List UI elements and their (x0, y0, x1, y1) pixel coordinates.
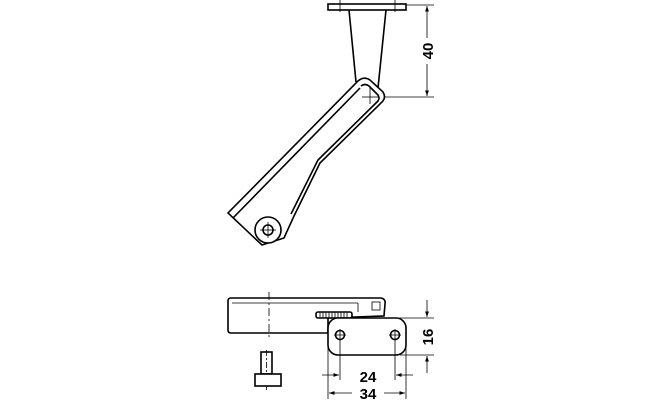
dimension-24: 24 (360, 369, 377, 386)
stay-body (227, 297, 386, 334)
tapered-stem (348, 9, 387, 89)
mounting-pin (254, 350, 282, 390)
dimension-16: 16 (420, 329, 437, 346)
dimension-34: 34 (360, 386, 377, 400)
stop-block (371, 301, 381, 311)
bottom-view: 16 24 34 (227, 292, 437, 400)
top-view: 40 (226, 0, 437, 246)
dimension-40: 40 (420, 43, 437, 60)
mounting-plate (327, 3, 407, 11)
mounting-plate-bottom (327, 317, 407, 356)
stay-arm (226, 77, 386, 246)
